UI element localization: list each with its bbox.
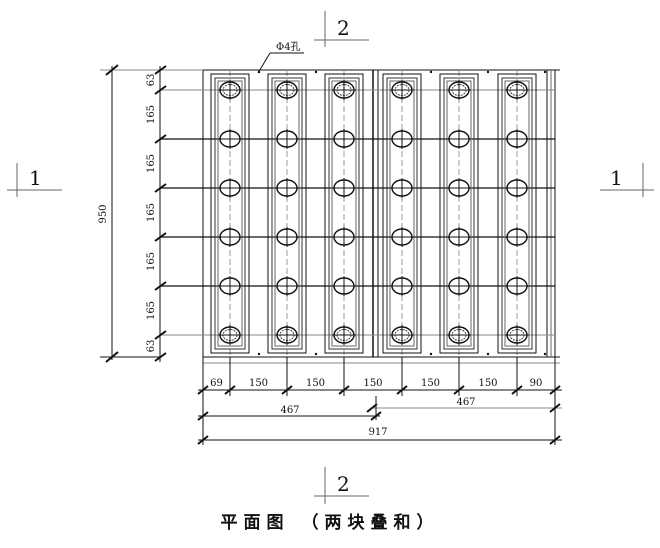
vertical-dimensions: 63 165 165 165 165 165 63 950 xyxy=(98,64,167,363)
bolt-hole xyxy=(275,325,299,345)
svg-text:1: 1 xyxy=(610,166,623,190)
half-dim-label: 467 xyxy=(280,405,299,416)
vertical-dim-label: 63 xyxy=(146,74,157,87)
bolt-hole xyxy=(275,227,299,247)
section-mark-bottom: 2 xyxy=(314,467,369,504)
bolt-hole xyxy=(332,178,356,198)
plate xyxy=(382,73,422,354)
horizontal-dim-label: 150 xyxy=(478,378,497,389)
bolt-hole xyxy=(218,325,242,345)
svg-text:1: 1 xyxy=(29,166,42,190)
horizontal-dim-label: 150 xyxy=(306,378,325,389)
drawing-title: 平面图 （两块叠和） xyxy=(220,513,440,533)
grid-lines xyxy=(160,70,555,357)
outer-frame xyxy=(160,69,560,364)
bolt-hole xyxy=(332,276,356,296)
bolt-hole xyxy=(275,178,299,198)
bolt-hole xyxy=(505,178,529,198)
bolt-hole xyxy=(390,227,414,247)
svg-text:2: 2 xyxy=(337,16,350,40)
bolt-hole xyxy=(218,227,242,247)
bolt-hole xyxy=(332,227,356,247)
bolt-hole xyxy=(505,227,529,247)
bolt-hole xyxy=(275,276,299,296)
bolt-hole xyxy=(218,178,242,198)
plate xyxy=(267,73,307,354)
bolt-hole xyxy=(332,129,356,149)
vertical-dim-label: 165 xyxy=(146,252,157,271)
plate xyxy=(439,73,479,354)
horizontal-dim-label: 69 xyxy=(210,378,223,389)
plate xyxy=(210,73,250,354)
bolt-hole xyxy=(505,276,529,296)
horizontal-dim-label: 150 xyxy=(249,378,268,389)
bolt-hole xyxy=(505,80,529,100)
section-mark-right: 1 xyxy=(600,163,654,197)
plates xyxy=(210,70,547,356)
bolt-hole xyxy=(332,80,356,100)
plate xyxy=(497,73,537,354)
hole-label: Φ4孔 xyxy=(276,41,301,53)
bolt-hole xyxy=(447,80,471,100)
bolt-hole xyxy=(390,129,414,149)
hole-leader xyxy=(257,52,304,74)
bolt-hole xyxy=(447,325,471,345)
section-mark-top: 2 xyxy=(314,11,369,47)
svg-text:2: 2 xyxy=(337,472,350,496)
plate xyxy=(324,73,364,354)
horizontal-dim-label: 150 xyxy=(363,378,382,389)
bolt-hole xyxy=(447,129,471,149)
bolt-hole xyxy=(447,178,471,198)
horizontal-dimensions: 69 150 150 150 150 150 90 467 467 917 xyxy=(197,357,562,445)
bolt-hole xyxy=(218,276,242,296)
bolt-hole xyxy=(390,178,414,198)
bolt-hole xyxy=(275,80,299,100)
vertical-dim-total: 950 xyxy=(98,204,109,223)
half-dim-label: 467 xyxy=(456,397,475,408)
bolt-hole xyxy=(505,129,529,149)
bolt-hole xyxy=(390,325,414,345)
total-width-label: 917 xyxy=(368,427,387,438)
bolt-hole xyxy=(218,129,242,149)
section-mark-left: 1 xyxy=(7,163,62,197)
vertical-dim-label: 165 xyxy=(146,301,157,320)
horizontal-dim-label: 150 xyxy=(421,378,440,389)
bolt-hole xyxy=(390,80,414,100)
bolt-hole xyxy=(275,129,299,149)
vertical-dim-label: 63 xyxy=(146,340,157,353)
vertical-dim-label: 165 xyxy=(146,154,157,173)
bolt-hole xyxy=(447,276,471,296)
vertical-dim-label: 165 xyxy=(146,203,157,222)
bolt-hole xyxy=(390,276,414,296)
bolt-hole xyxy=(218,80,242,100)
bolt-hole xyxy=(332,325,356,345)
horizontal-dim-label: 90 xyxy=(530,378,543,389)
bolt-hole xyxy=(447,227,471,247)
bolt-hole xyxy=(505,325,529,345)
vertical-dim-label: 165 xyxy=(146,105,157,124)
